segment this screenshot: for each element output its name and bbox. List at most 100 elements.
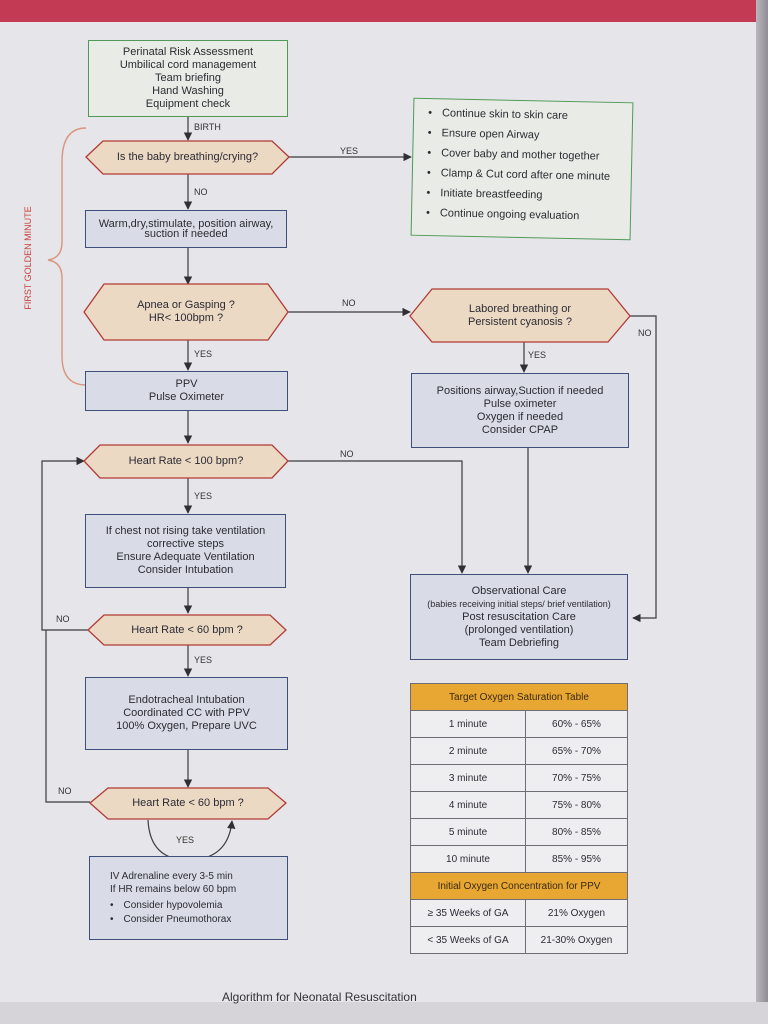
table-cell: 21% Oxygen	[525, 899, 628, 927]
intubation-line: 100% Oxygen, Prepare UVC	[116, 720, 257, 732]
decision-apnea-shape	[83, 283, 289, 341]
no-label-labored: NO	[342, 298, 356, 308]
warm-line: suction if needed	[144, 227, 228, 240]
birth-label: BIRTH	[194, 122, 221, 132]
ventilation-line: corrective steps	[146, 538, 225, 550]
ventilation-line: Consider Intubation	[137, 564, 234, 576]
no-label-observation-right: NO	[638, 328, 652, 338]
table-cell: 2 minute	[410, 737, 526, 765]
decision-text: Heart Rate < 100 bpm?	[128, 455, 244, 467]
cpap-line: Positions airway,Suction if needed	[436, 384, 604, 397]
first-golden-minute-label: FIRST GOLDEN MINUTE	[23, 206, 33, 310]
page-edge	[756, 0, 768, 1024]
table-cell: 85% - 95%	[525, 845, 628, 873]
ppv-box: PPV Pulse Oximeter	[85, 371, 288, 411]
cpap-line: Oxygen if needed	[476, 410, 564, 423]
arrow-hr100-no-observation	[288, 460, 467, 574]
adrenaline-item: Consider Pneumothorax	[110, 913, 232, 927]
ppv-line: Pulse Oximeter	[148, 391, 225, 403]
initial-line: Hand Washing	[152, 85, 224, 97]
decision-hr60b-shape	[89, 787, 287, 820]
table-cell: 21-30% Oxygen	[525, 926, 628, 954]
decision-labored-text: Labored breathing or Persistent cyanosis…	[410, 289, 630, 342]
ventilation-box: If chest not rising take ventilation cor…	[85, 514, 286, 588]
spo2-table-title: Target Oxygen Saturation Table	[410, 683, 628, 711]
routine-care-item: Continue skin to skin care	[428, 107, 611, 124]
intubation-box: Endotracheal Intubation Coordinated CC w…	[85, 677, 288, 750]
initial-line: Equipment check	[145, 98, 231, 110]
decision-text: Labored breathing or	[468, 302, 572, 315]
decision-text: Persistent cyanosis ?	[468, 315, 572, 328]
yes-label-ppv: YES	[194, 349, 213, 359]
cpap-box: Positions airway,Suction if needed Pulse…	[411, 373, 629, 448]
routine-care-list: Continue skin to skin care Ensure open A…	[426, 107, 612, 231]
initial-line: Umbilical cord management	[119, 59, 257, 71]
yes-label-intubation: YES	[194, 655, 213, 665]
observation-line: Team Debriefing	[478, 636, 560, 649]
routine-care-box: Continue skin to skin care Ensure open A…	[410, 97, 634, 241]
ventilation-line: If chest not rising take ventilation	[105, 525, 266, 537]
golden-minute-brace	[47, 127, 87, 386]
table-cell: 60% - 65%	[525, 710, 628, 738]
no-label-hr100: NO	[340, 449, 354, 459]
ppv-line: PPV	[175, 378, 198, 390]
table-cell: 5 minute	[410, 818, 526, 846]
table-cell: 75% - 80%	[525, 791, 628, 819]
adrenaline-box: IV Adrenaline every 3-5 min If HR remain…	[89, 856, 288, 940]
decision-text: Heart Rate < 60 bpm ?	[131, 623, 243, 636]
initial-line: Team briefing	[154, 72, 222, 84]
decision-hr100-shape	[83, 444, 289, 479]
routine-care-item: Continue ongoing evaluation	[426, 207, 609, 224]
observational-care-box: Observational Care (babies receiving ini…	[410, 574, 628, 660]
table-cell: 10 minute	[410, 845, 526, 873]
decision-hr60a-shape	[87, 614, 287, 646]
table-cell: ≥ 35 Weeks of GA	[410, 899, 526, 927]
table-cell: 65% - 70%	[525, 737, 628, 765]
decision-text: Apnea or Gasping ?	[137, 299, 235, 311]
decision-hr60b-text: Heart Rate < 60 bpm ?	[90, 788, 286, 819]
no-label-loop-a: NO	[56, 614, 70, 624]
adrenaline-line: IV Adrenaline every 3-5 min	[110, 870, 233, 882]
no-label-warm: NO	[194, 187, 208, 197]
warm-dry-box: Warm,dry,stimulate, position airway, suc…	[85, 210, 287, 248]
routine-care-item: Clamp & Cut cord after one minute	[427, 167, 611, 184]
table-cell: < 35 Weeks of GA	[410, 926, 526, 954]
cpap-line: Consider CPAP	[481, 423, 559, 436]
yes-label-cpap: YES	[528, 350, 547, 360]
intubation-line: Coordinated CC with PPV	[123, 707, 250, 719]
table-cell: 70% - 75%	[525, 764, 628, 792]
decision-hr100-text: Heart Rate < 100 bpm?	[84, 445, 288, 478]
cpap-line: Pulse oximeter	[483, 397, 557, 410]
warm-line: Warm,dry,stimulate, position airway,	[98, 217, 274, 230]
table-cell: 3 minute	[410, 764, 526, 792]
observation-line: (prolonged ventilation)	[464, 623, 574, 636]
decision-apnea-text: Apnea or Gasping ? HR< 100bpm ?	[84, 284, 288, 340]
adrenaline-item: Consider hypovolemia	[110, 899, 231, 913]
loop-no-hr60a	[41, 456, 90, 631]
adrenaline-list: Consider hypovolemia Consider Pneumothor…	[110, 899, 232, 927]
loop-no-hr60b	[45, 630, 90, 803]
ventilation-line: Ensure Adequate Ventilation	[116, 551, 255, 563]
initial-line: Perinatal Risk Assessment	[122, 46, 254, 58]
decision-breathing-text: Is the baby breathing/crying?	[86, 141, 289, 174]
yes-label-adrenaline: YES	[176, 835, 195, 845]
arrow-labored-no-observation	[630, 315, 657, 623]
observation-line: (babies receiving initial steps/ brief v…	[427, 598, 611, 609]
observation-line: Observational Care	[471, 584, 567, 597]
decision-hr60a-text: Heart Rate < 60 bpm ?	[88, 615, 286, 645]
routine-care-item: Ensure open Airway	[428, 127, 611, 144]
decision-breathing-shape	[85, 140, 290, 175]
no-label-loop-b: NO	[58, 786, 72, 796]
routine-care-item: Cover baby and mother together	[427, 147, 610, 164]
table-cell: 4 minute	[410, 791, 526, 819]
